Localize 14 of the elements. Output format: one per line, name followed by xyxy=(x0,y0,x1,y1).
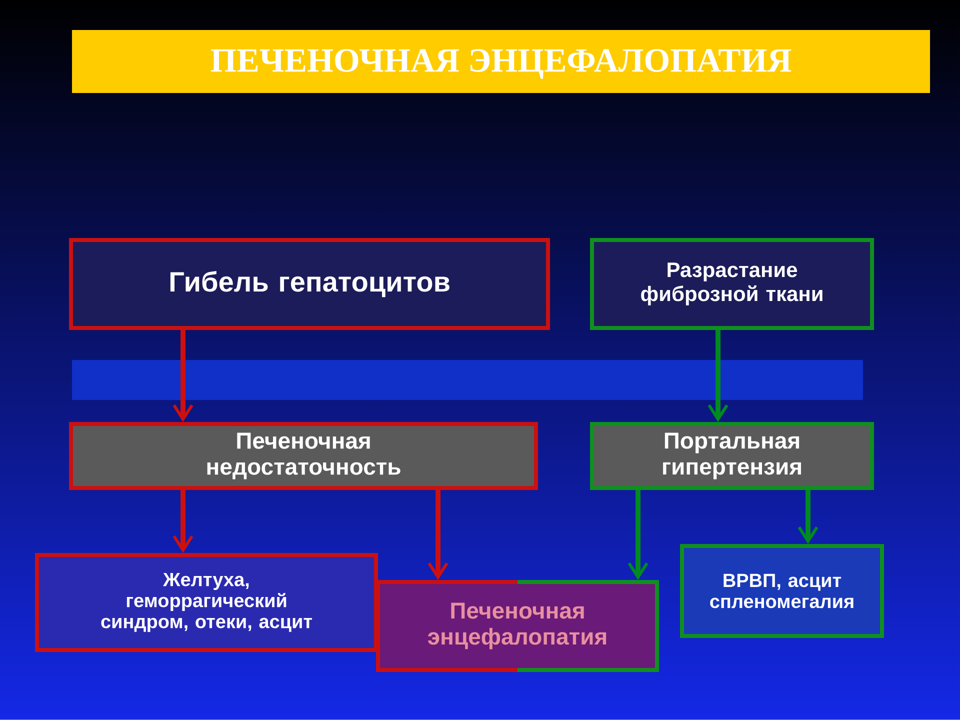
arrow xyxy=(798,490,818,544)
arrow xyxy=(708,330,728,422)
process-box: Печеночная энцефалопатия xyxy=(376,580,659,672)
arrow xyxy=(172,330,194,422)
process-box: Гибель гепатоцитов xyxy=(69,238,550,330)
title-banner: ПЕЧЕНОЧНАЯ ЭНЦЕФАЛОПАТИЯ xyxy=(72,30,930,93)
process-box: Разрастание фиброзной ткани xyxy=(590,238,874,330)
arrow xyxy=(628,490,648,580)
arrow xyxy=(172,490,194,553)
process-box: Желтуха, геморрагический синдром, отеки, асцит xyxy=(35,553,378,652)
process-box: Печеночная недостаточность xyxy=(69,422,538,490)
process-box: ВРВП, асцит спленомегалия xyxy=(680,544,884,638)
process-box: Портальная гипертензия xyxy=(590,422,874,490)
arrow xyxy=(428,490,448,580)
